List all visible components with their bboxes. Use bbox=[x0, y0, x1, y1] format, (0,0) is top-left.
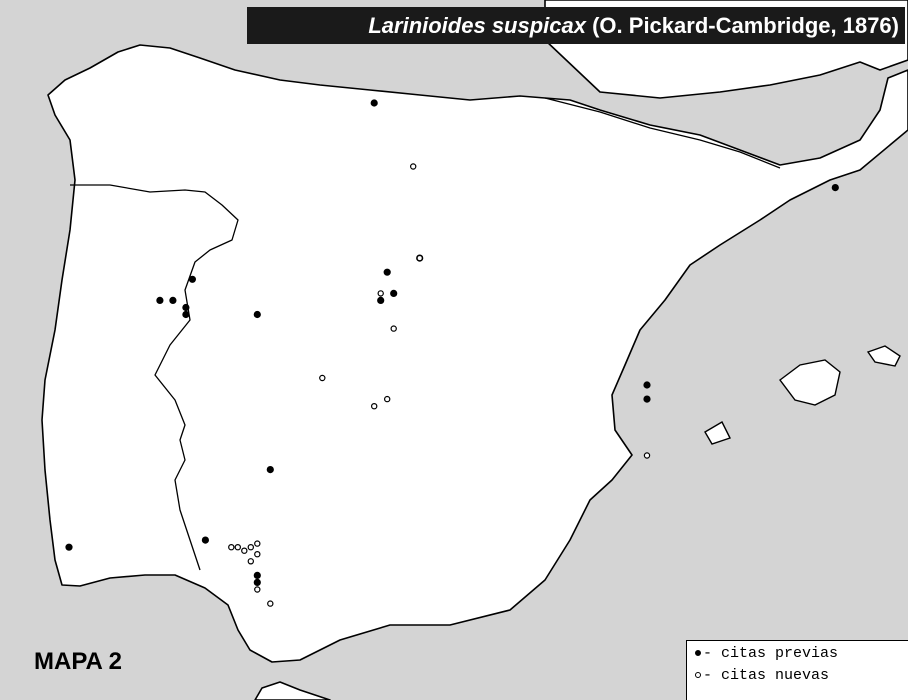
new-record-marker-9 bbox=[228, 544, 235, 551]
new-record-marker-5 bbox=[319, 374, 326, 382]
legend-item-previous: - citas previas bbox=[687, 645, 908, 663]
previous-record-marker-16 bbox=[201, 536, 209, 544]
previous-record-marker-8 bbox=[253, 310, 261, 319]
menorca-island bbox=[866, 345, 901, 367]
previous-record-marker-10 bbox=[377, 296, 385, 304]
new-record-marker-13 bbox=[254, 540, 261, 547]
open-circle-icon bbox=[695, 672, 701, 679]
map-number-label: MAPA 2 bbox=[34, 648, 123, 675]
new-record-marker-7 bbox=[371, 403, 378, 410]
species-name: Larinioides suspicax bbox=[368, 13, 586, 38]
iberian-peninsula-land bbox=[41, 44, 908, 663]
previous-record-marker-19 bbox=[253, 578, 261, 587]
new-record-marker-10 bbox=[234, 544, 241, 551]
previous-record-marker-14 bbox=[643, 395, 651, 403]
new-record-marker-11 bbox=[241, 547, 248, 554]
previous-record-marker-2 bbox=[831, 184, 839, 192]
previous-record-marker-3 bbox=[188, 275, 196, 283]
previous-record-marker-1 bbox=[370, 99, 378, 107]
legend-item-new: - citas nuevas bbox=[687, 667, 908, 685]
new-record-marker-16 bbox=[254, 586, 261, 593]
new-record-marker-14 bbox=[254, 551, 261, 558]
mallorca-island bbox=[779, 359, 841, 406]
previous-record-marker-12 bbox=[383, 268, 391, 276]
previous-record-marker-6 bbox=[182, 303, 190, 312]
previous-record-marker-5 bbox=[156, 296, 164, 304]
spain-france-border bbox=[544, 97, 781, 169]
new-record-marker-6 bbox=[384, 395, 391, 403]
map-title: Larinioides suspicax (O. Pickard-Cambrid… bbox=[247, 7, 905, 44]
ibiza-island bbox=[704, 421, 731, 445]
previous-record-marker-17 bbox=[65, 543, 73, 551]
previous-record-marker-15 bbox=[266, 465, 274, 474]
filled-circle-icon bbox=[695, 650, 701, 657]
previous-record-marker-18 bbox=[253, 571, 261, 580]
new-record-marker-1 bbox=[410, 163, 417, 170]
new-record-marker-3 bbox=[377, 290, 384, 297]
north-africa-land bbox=[254, 681, 331, 700]
legend-label-new: - citas nuevas bbox=[703, 667, 830, 684]
previous-record-marker-7 bbox=[182, 310, 190, 319]
new-record-marker-4 bbox=[390, 325, 397, 332]
previous-record-marker-4 bbox=[169, 296, 177, 304]
species-author: (O. Pickard-Cambridge, 1876) bbox=[592, 13, 899, 38]
legend-label-previous: - citas previas bbox=[703, 645, 839, 662]
new-record-marker-12 bbox=[247, 544, 254, 551]
new-records-layer bbox=[228, 163, 651, 607]
previous-record-marker-9 bbox=[390, 289, 398, 297]
new-record-marker-8 bbox=[643, 452, 651, 459]
new-record-marker-17 bbox=[267, 600, 274, 607]
previous-record-marker-13 bbox=[643, 381, 651, 389]
new-record-marker-2 bbox=[416, 254, 423, 262]
new-record-marker-15 bbox=[247, 558, 254, 565]
legend: - citas previas - citas nuevas bbox=[686, 640, 908, 700]
